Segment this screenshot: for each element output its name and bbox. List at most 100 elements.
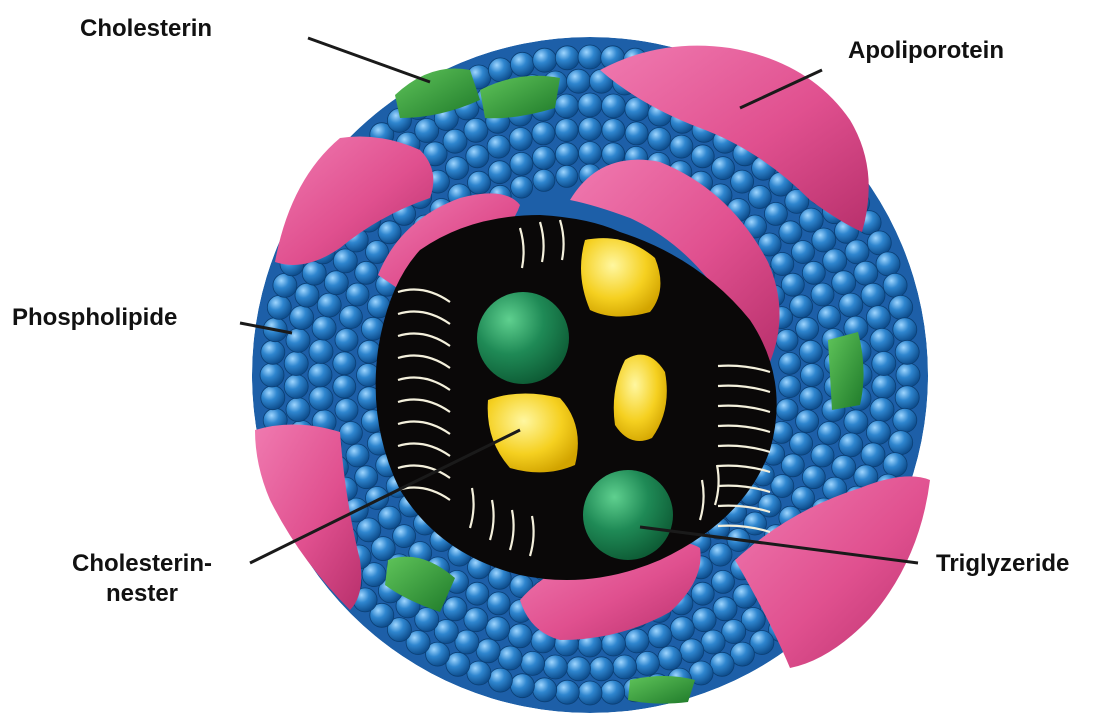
phospholipid-head <box>286 398 310 422</box>
phospholipid-head <box>802 261 825 284</box>
phospholipid-head <box>731 170 754 193</box>
phospholipid-head <box>317 293 341 317</box>
phospholipid-head <box>796 410 819 433</box>
phospholipid-head <box>355 466 378 489</box>
phospholipid-head <box>811 444 834 467</box>
phospholipid-head <box>658 646 682 670</box>
phospholipid-head <box>533 678 557 702</box>
phospholipid-head <box>466 145 489 168</box>
phospholipid-head <box>779 376 801 398</box>
phospholipid-head <box>602 94 626 118</box>
phospholipid-head <box>509 128 532 151</box>
phospholipid-head <box>533 169 555 191</box>
phospholipid-head <box>883 273 907 297</box>
phospholipid-head <box>670 135 693 158</box>
phospholipid-head <box>781 454 804 477</box>
phospholipid-head <box>801 364 824 387</box>
phospholipid-head <box>883 453 907 477</box>
phospholipid-head <box>555 94 579 118</box>
cholesterin-plate <box>628 676 695 704</box>
phospholipid-head <box>812 228 836 252</box>
phospholipid-head <box>555 119 578 142</box>
phospholipid-head <box>510 152 533 175</box>
phospholipid-head <box>790 432 813 455</box>
phospholipid-head <box>555 46 579 70</box>
phospholipid-head <box>578 45 602 69</box>
phospholipid-head <box>691 145 714 168</box>
phospholipid-head <box>267 295 291 319</box>
phospholipid-head <box>302 261 326 285</box>
phospholipid-head <box>844 410 868 434</box>
phospholipid-head <box>832 271 856 295</box>
phospholipid-head <box>893 408 917 432</box>
phospholipid-head <box>779 221 802 244</box>
phospholipid-head <box>712 570 735 593</box>
label-cholesterinester-line2: nester <box>42 579 242 609</box>
phospholipid-head <box>701 630 725 654</box>
phospholipid-head <box>818 306 841 329</box>
phospholipid-head <box>260 363 284 387</box>
phospholipid-head <box>811 283 834 306</box>
phospholipid-head <box>866 306 890 330</box>
phospholipid-head <box>870 398 894 422</box>
phospholipid-head <box>779 352 801 374</box>
phospholipid-head <box>333 249 357 273</box>
phospholipid-head <box>799 387 822 410</box>
phospholipid-head <box>532 122 555 145</box>
phospholipid-head <box>511 176 533 198</box>
phospholipid-head <box>578 93 602 117</box>
phospholipid-head <box>567 657 591 681</box>
phospholipid-head <box>818 422 841 445</box>
phospholipid-head <box>521 651 545 675</box>
phospholipid-head <box>284 352 308 376</box>
phospholipid-head <box>861 443 885 467</box>
phospholipid-head <box>876 252 900 276</box>
phospholipid-head <box>312 316 336 340</box>
label-triglyzeride: Triglyzeride <box>936 549 1069 579</box>
label-cholesterin: Cholesterin <box>80 14 212 44</box>
phospholipid-head <box>464 118 488 142</box>
phospholipid-head <box>781 273 804 296</box>
phospholipid-head <box>579 142 602 165</box>
phospholipid-head <box>261 386 285 410</box>
phospholipid-head <box>533 48 557 72</box>
phospholipid-head <box>476 639 500 663</box>
phospholipid-head <box>510 52 534 76</box>
phospholipid-head <box>468 171 491 194</box>
phospholipid-head <box>691 582 714 605</box>
phospholipid-head <box>648 128 671 151</box>
phospholipid-head <box>555 680 579 704</box>
phospholipid-head <box>872 375 896 399</box>
phospholipid-head <box>680 639 704 663</box>
phospholipid-head <box>378 506 401 529</box>
phospholipid-head <box>487 592 510 615</box>
phospholipid-head <box>309 340 333 364</box>
phospholipid-head <box>896 363 920 387</box>
phospholipid-head <box>284 375 308 399</box>
phospholipid-head <box>335 399 358 422</box>
phospholipid-head <box>324 271 348 295</box>
phospholipid-head <box>867 231 891 255</box>
phospholipid-head <box>832 455 856 479</box>
phospholipid-head <box>796 317 819 340</box>
phospholipid-head <box>861 283 885 307</box>
phospholipid-head <box>579 118 602 141</box>
phospholipid-head <box>339 306 362 329</box>
phospholipid-head <box>464 608 488 632</box>
phospholipid-head <box>613 655 637 679</box>
phospholipid-head <box>309 387 333 411</box>
phospholipid-head <box>339 422 362 445</box>
triglyceride-droplet <box>583 470 673 560</box>
phospholipid-head <box>556 165 578 187</box>
phospholipid-head <box>543 655 567 679</box>
phospholipid-head <box>602 119 625 142</box>
phospholipid-head <box>771 475 794 498</box>
phospholipid-head <box>466 582 489 605</box>
phospholipid-head <box>510 674 534 698</box>
phospholipid-head <box>758 494 781 517</box>
phospholipid-head <box>488 161 511 184</box>
phospholipid-head <box>601 680 625 704</box>
phospholipid-head <box>712 157 735 180</box>
